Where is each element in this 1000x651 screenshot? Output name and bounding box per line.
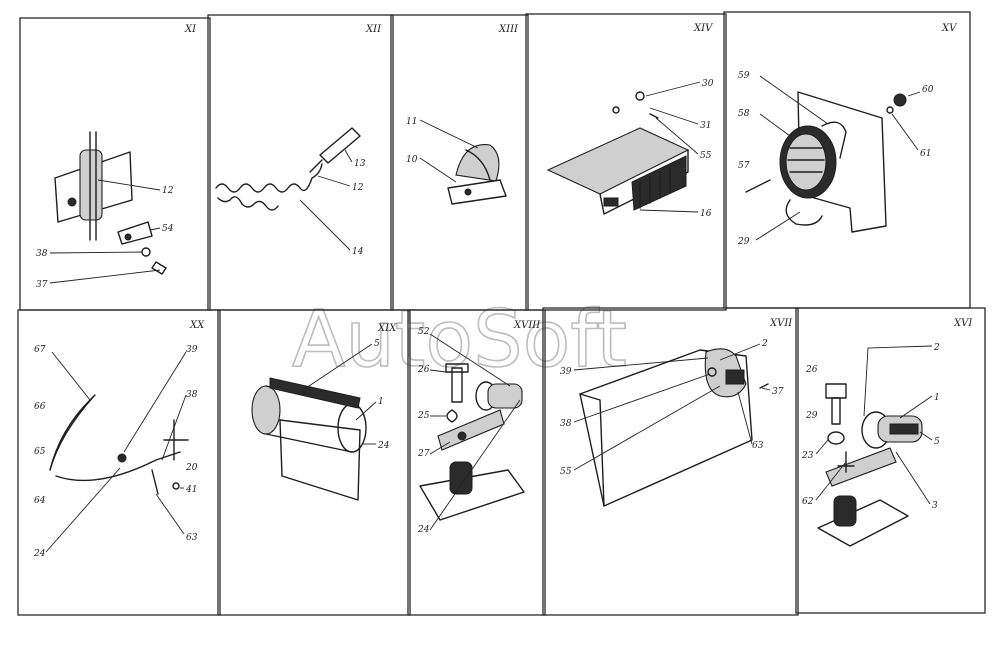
panel-xvi-label-2: 2 <box>933 343 940 353</box>
panel-xi-frame <box>19 17 211 311</box>
panel-xv: XV 59 58 57 29 60 61 <box>737 23 958 247</box>
panel-xix: XIX 5 1 24 <box>251 323 397 501</box>
lamp-cover-drawing <box>447 144 507 205</box>
panel-xiv-label-55: 55 <box>700 151 712 161</box>
panel-xvii-label-38: 38 <box>560 419 572 429</box>
panel-xvi-label-3: 3 <box>932 501 938 511</box>
panel-xv-numeral: XV <box>941 23 958 34</box>
panel-xiii: XIII 11 10 <box>406 24 519 205</box>
panel-xx-label-38: 38 <box>186 390 198 400</box>
panel-xi: XI 12 54 38 37 <box>36 24 197 290</box>
panel-xx-label-20: 20 <box>185 463 198 473</box>
panel-xviii-label-25: 25 <box>417 411 430 421</box>
panel-xiii-label-10: 10 <box>406 155 418 165</box>
panel-xvii-label-63: 63 <box>752 441 764 451</box>
panel-xi-label-54: 54 <box>162 224 174 234</box>
panel-xx-label-63: 63 <box>186 533 198 543</box>
panel-xvii-numeral: XVII <box>769 318 793 329</box>
panel-xvii-label-37: 37 <box>772 387 784 397</box>
panel-xv-label-60: 60 <box>922 85 934 95</box>
panel-xiv: XIV 30 31 55 16 <box>546 23 714 219</box>
hinge-assembly-drawing <box>54 131 167 275</box>
heater-box-drawing <box>546 91 690 215</box>
panel-xix-frame <box>217 309 411 616</box>
panel-xii-label-14: 14 <box>352 247 364 257</box>
panel-xviii-label-24: 24 <box>417 525 430 535</box>
panel-xx-label-65: 65 <box>34 447 46 457</box>
panel-xx-label-24: 24 <box>33 549 46 559</box>
panel-xviii-frame <box>407 309 546 616</box>
panel-xvi-label-1: 1 <box>934 393 940 403</box>
panel-xiv-label-31: 31 <box>700 121 711 131</box>
panel-xiii-label-11: 11 <box>406 117 417 127</box>
panel-xx-label-67: 67 <box>34 345 46 355</box>
panel-xvii-label-39: 39 <box>560 367 572 377</box>
panel-xi-numeral: XI <box>184 24 197 35</box>
panel-xviii: XVIII 52 26 25 27 24 <box>417 320 541 535</box>
panel-xvi-label-23: 23 <box>801 451 814 461</box>
panel-xiii-numeral: XIII <box>498 24 519 35</box>
panel-xvi-frame <box>795 307 986 614</box>
panel-xiv-label-30: 30 <box>702 79 714 89</box>
panel-xv-label-58: 58 <box>738 109 750 119</box>
panel-xii: XII 13 12 14 <box>215 24 382 257</box>
panel-xvii: XVII 2 39 37 38 55 63 <box>560 318 793 507</box>
panel-xix-label-1: 1 <box>378 397 384 407</box>
panel-xvi-numeral: XVI <box>953 318 973 329</box>
panel-xv-label-29: 29 <box>737 237 750 247</box>
panel-xvii-frame <box>542 307 799 616</box>
panel-xv-label-57: 57 <box>738 161 750 171</box>
panel-xvi-label-5: 5 <box>934 437 940 447</box>
panel-xx: XX 67 39 38 66 65 20 64 41 24 63 <box>33 320 205 559</box>
panel-xx-label-64: 64 <box>34 496 46 506</box>
panel-xii-label-13: 13 <box>354 159 366 169</box>
panel-xx-numeral: XX <box>189 320 205 331</box>
panel-xv-label-59: 59 <box>738 71 750 81</box>
panel-xiv-label-16: 16 <box>700 209 712 219</box>
panel-frames <box>17 11 986 616</box>
panel-xvi: XVI 2 26 1 29 5 23 62 3 <box>801 318 973 547</box>
panel-xvi-label-26: 26 <box>805 365 818 375</box>
clamp-bolt-drawing <box>419 363 525 521</box>
panel-xviii-numeral: XVIII <box>513 320 541 331</box>
lamp-bracket-drawing <box>579 348 769 507</box>
panel-xviii-label-26: 26 <box>417 365 430 375</box>
panel-xi-label-12: 12 <box>162 186 174 196</box>
panel-xix-label-24: 24 <box>377 441 390 451</box>
panel-xiv-frame <box>525 13 727 311</box>
panel-xx-label-41: 41 <box>185 485 197 495</box>
panel-xii-label-12: 12 <box>352 183 364 193</box>
panel-xii-numeral: XII <box>365 24 382 35</box>
panel-xvii-label-2: 2 <box>761 339 768 349</box>
panel-xi-label-38: 38 <box>36 249 48 259</box>
tube-bracket-drawing <box>251 377 367 501</box>
headlamp-drawing <box>745 91 907 233</box>
spring-rod-drawing <box>215 127 361 211</box>
panel-xx-label-66: 66 <box>34 402 46 412</box>
panel-xvi-label-29: 29 <box>805 411 818 421</box>
mount-bracket-drawing <box>817 383 923 547</box>
panel-xi-label-37: 37 <box>36 280 48 290</box>
panel-xix-label-5: 5 <box>374 339 380 349</box>
panel-xvii-label-55: 55 <box>560 467 572 477</box>
panel-xx-label-39: 39 <box>186 345 198 355</box>
panel-xiv-numeral: XIV <box>693 23 714 34</box>
panel-xviii-label-52: 52 <box>418 327 430 337</box>
panel-xvi-label-62: 62 <box>802 497 814 507</box>
panel-xv-frame <box>723 11 971 309</box>
panel-xix-numeral: XIX <box>377 323 397 334</box>
panel-xviii-label-27: 27 <box>417 449 430 459</box>
panel-xx-frame <box>17 309 221 616</box>
panel-xv-label-61: 61 <box>920 149 931 159</box>
